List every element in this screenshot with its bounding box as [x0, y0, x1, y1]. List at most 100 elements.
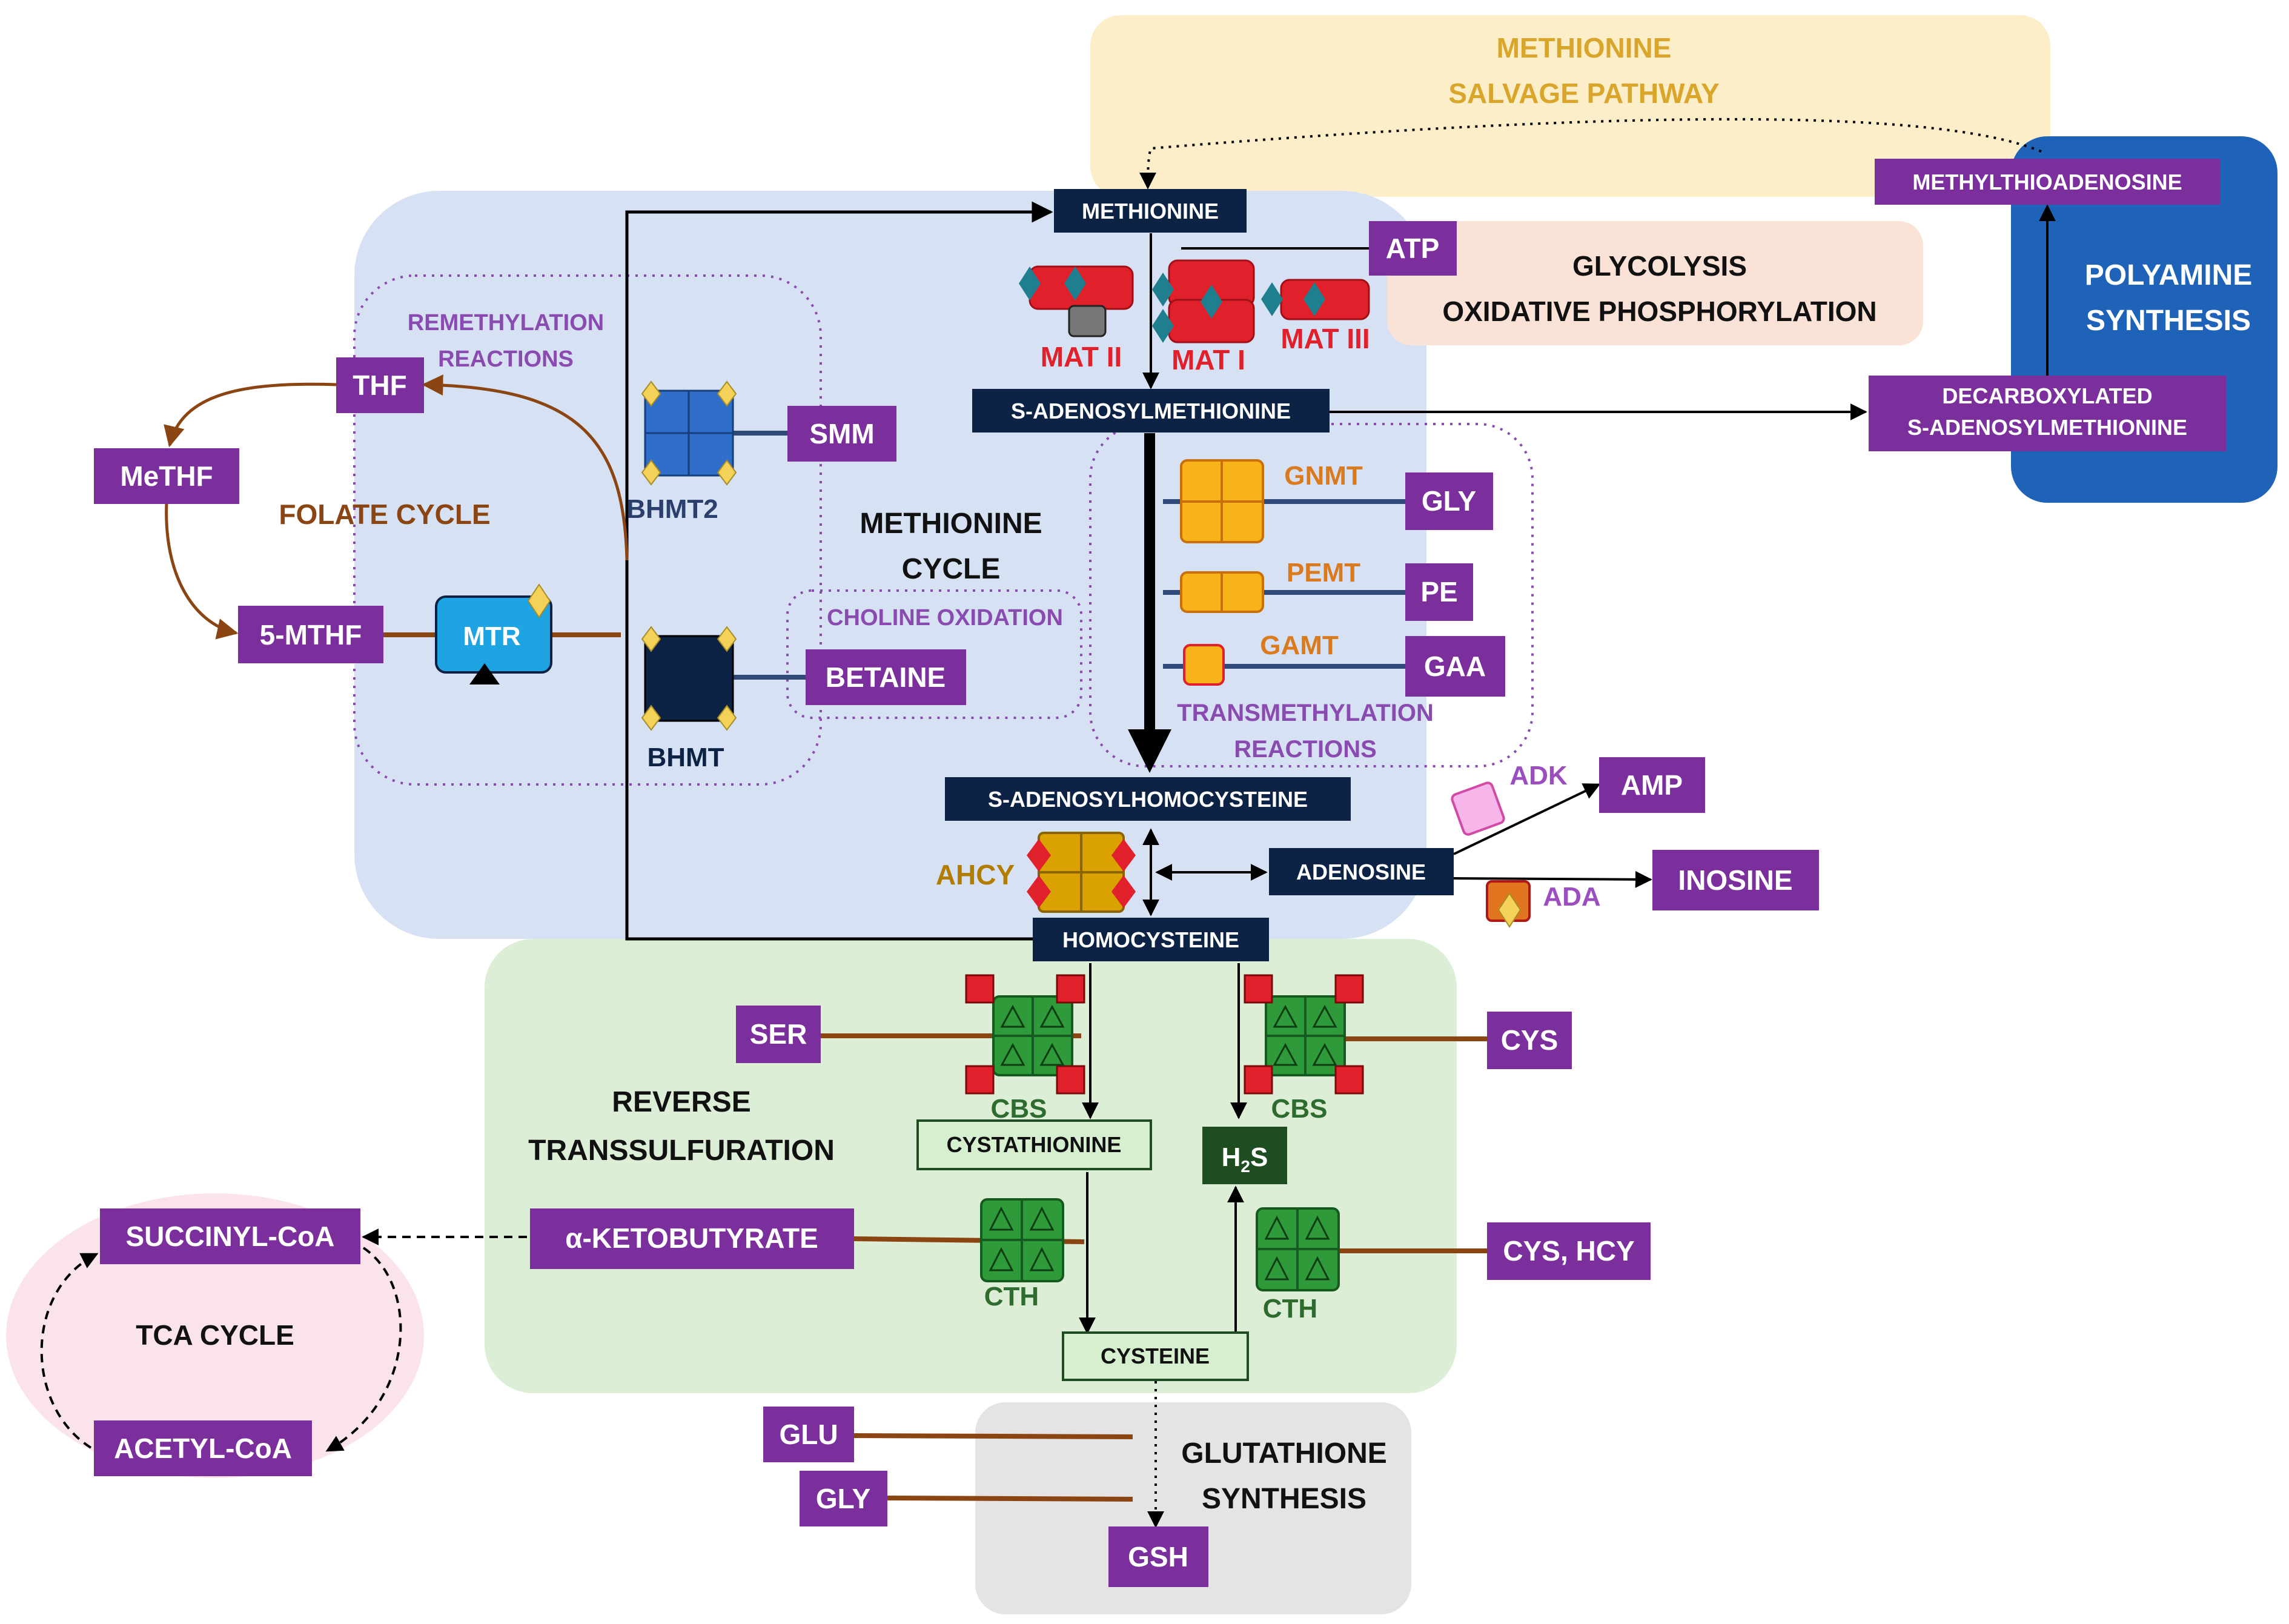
transmethylation-subregion	[1089, 423, 1534, 767]
inosine-box	[1652, 850, 1819, 910]
methionine-label: METHIONINE	[1082, 199, 1219, 224]
gnmt-enzyme-icon	[1180, 459, 1264, 543]
folate-arc-methf-5mthf	[165, 502, 239, 640]
cbs-left-label: CBS	[991, 1094, 1047, 1124]
salvage-title-1: METHIONINE	[1497, 32, 1672, 64]
transsulfuration-title-1: REVERSE	[612, 1086, 750, 1118]
gly-box-2	[800, 1471, 887, 1526]
succinyl-box	[100, 1208, 360, 1264]
inosine-label: INOSINE	[1678, 864, 1792, 896]
gaa-box	[1405, 636, 1505, 697]
glu-label: GLU	[779, 1419, 838, 1450]
betaine-box	[806, 649, 966, 705]
mtr-enzyme-icon	[435, 583, 552, 684]
homocysteine-label: HOMOCYSTEINE	[1062, 927, 1239, 952]
glycolysis-region	[1387, 221, 1923, 345]
transsulfuration-title-2: TRANSSULFURATION	[528, 1135, 835, 1167]
mat1-label: MAT I	[1171, 344, 1245, 376]
folate-arc-thf-methf	[164, 382, 337, 448]
pe-label: PE	[1420, 576, 1457, 608]
pemt-label: PEMT	[1287, 558, 1360, 588]
remethylation-loop-arrow	[625, 201, 1053, 941]
adenosine-node	[1269, 848, 1454, 895]
green-nodes: CYSTATHIONINE CYSTEINE H2S	[916, 1119, 1287, 1381]
cyshcy-label: CYS, HCY	[1503, 1235, 1634, 1267]
5mthf-box	[238, 606, 383, 663]
thf-box	[336, 357, 424, 413]
h2s-label: H2S	[1222, 1142, 1268, 1176]
sah-label: S-ADENOSYLHOMOCYSTEINE	[988, 787, 1308, 812]
adenosine-to-amp-arrow	[1453, 783, 1601, 855]
methf-box	[94, 448, 239, 504]
choline-oxidation-subregion	[786, 589, 1082, 719]
amp-label: AMP	[1621, 769, 1683, 801]
cth-right-label: CTH	[1263, 1294, 1317, 1324]
transmethylation-title-2: REACTIONS	[1234, 736, 1377, 763]
tca-arc-right	[325, 1247, 402, 1452]
homocysteine-node	[1033, 918, 1269, 961]
succinyl-label: SUCCINYL-CoA	[126, 1221, 335, 1252]
cbs-left-enzyme-icon	[965, 974, 1085, 1095]
transmethylation-title-1: TRANSMETHYLATION	[1177, 700, 1434, 726]
cys-box	[1487, 1012, 1572, 1069]
cbs-right-label: CBS	[1271, 1094, 1328, 1124]
pemt-enzyme-icon	[1180, 571, 1264, 613]
gsh-box	[1108, 1526, 1208, 1587]
mat2-label: MAT II	[1041, 341, 1122, 373]
cystathionine-node	[916, 1119, 1152, 1170]
salvage-dotted-arrow	[1139, 118, 2042, 190]
adenosine-label: ADENOSINE	[1296, 860, 1426, 884]
gly-gsh-line	[887, 1496, 1133, 1502]
enzymes: MAT II MAT I MAT III BHMT2	[435, 259, 1601, 1324]
pe-box	[1405, 563, 1473, 621]
glycolysis-title-2: OXIDATIVE PHOSPHORYLATION	[1442, 296, 1877, 327]
bhmt-label: BHMT	[647, 743, 724, 772]
polyamine-title-1: POLYAMINE	[2085, 259, 2253, 291]
gly-label-2: GLY	[816, 1483, 870, 1514]
tca-arc-left	[40, 1253, 99, 1449]
bhmt-enzyme-icon	[641, 626, 737, 731]
navy-nodes: METHIONINE S-ADENOSYLMETHIONINE S-ADENOS…	[945, 159, 2226, 961]
adenosine-to-inosine-arrow	[1453, 870, 1652, 888]
methionine-node	[1054, 189, 1247, 233]
methionine-cycle-title-1: METHIONINE	[860, 508, 1042, 540]
sam-label: S-ADENOSYLMETHIONINE	[1011, 399, 1291, 423]
cth-left-enzyme-icon	[980, 1198, 1064, 1282]
h2s-node	[1202, 1127, 1287, 1184]
ada-enzyme-icon	[1486, 880, 1531, 928]
mat3-label: MAT III	[1280, 323, 1370, 354]
cystathionine-label: CYSTATHIONINE	[947, 1132, 1122, 1157]
mat2-enzyme-icon	[1019, 265, 1134, 337]
cysteine-node	[1062, 1331, 1249, 1381]
polyamine-title-2: SYNTHESIS	[2086, 305, 2251, 337]
gaa-label: GAA	[1424, 651, 1486, 682]
gamt-enzyme-icon	[1183, 644, 1225, 686]
atp-box	[1369, 221, 1457, 276]
dcsam-node	[1869, 376, 2226, 451]
ahcy-label: AHCY	[936, 859, 1015, 890]
remethylation-subregion	[353, 274, 822, 786]
bhmt2-enzyme-icon	[641, 380, 737, 486]
mta-node	[1875, 159, 2220, 205]
gly-label-1: GLY	[1422, 485, 1476, 517]
sah-node	[945, 777, 1351, 821]
choline-oxidation-title: CHOLINE OXIDATION	[827, 605, 1063, 631]
dcsam-label-2: S-ADENOSYLMETHIONINE	[1907, 415, 2187, 440]
dcsam-label-1: DECARBOXYLATED	[1942, 383, 2152, 408]
gsh-label: GSH	[1128, 1541, 1188, 1573]
metabolites: ATP THF MeTHF 5-MTHF SMM BETAINE GLY PE …	[94, 221, 1819, 1587]
betaine-label: BETAINE	[826, 661, 946, 693]
5mthf-label: 5-MTHF	[260, 619, 362, 651]
amp-box	[1599, 757, 1705, 813]
cth-right-enzyme-icon	[1256, 1207, 1340, 1291]
thf-label: THF	[353, 370, 406, 401]
glycolysis-title-1: GLYCOLYSIS	[1572, 250, 1747, 282]
mat3-enzyme-icon	[1261, 279, 1370, 320]
mta-label: METHYLTHIOADENOSINE	[1912, 170, 2182, 194]
mtr-label: MTR	[463, 621, 520, 651]
cys-label: CYS	[1501, 1024, 1559, 1056]
methionine-cycle-title-2: CYCLE	[902, 553, 1001, 585]
gamt-label: GAMT	[1260, 631, 1339, 660]
smm-box	[787, 406, 896, 462]
ketobutyrate-label: α-KETOBUTYRATE	[565, 1222, 818, 1254]
